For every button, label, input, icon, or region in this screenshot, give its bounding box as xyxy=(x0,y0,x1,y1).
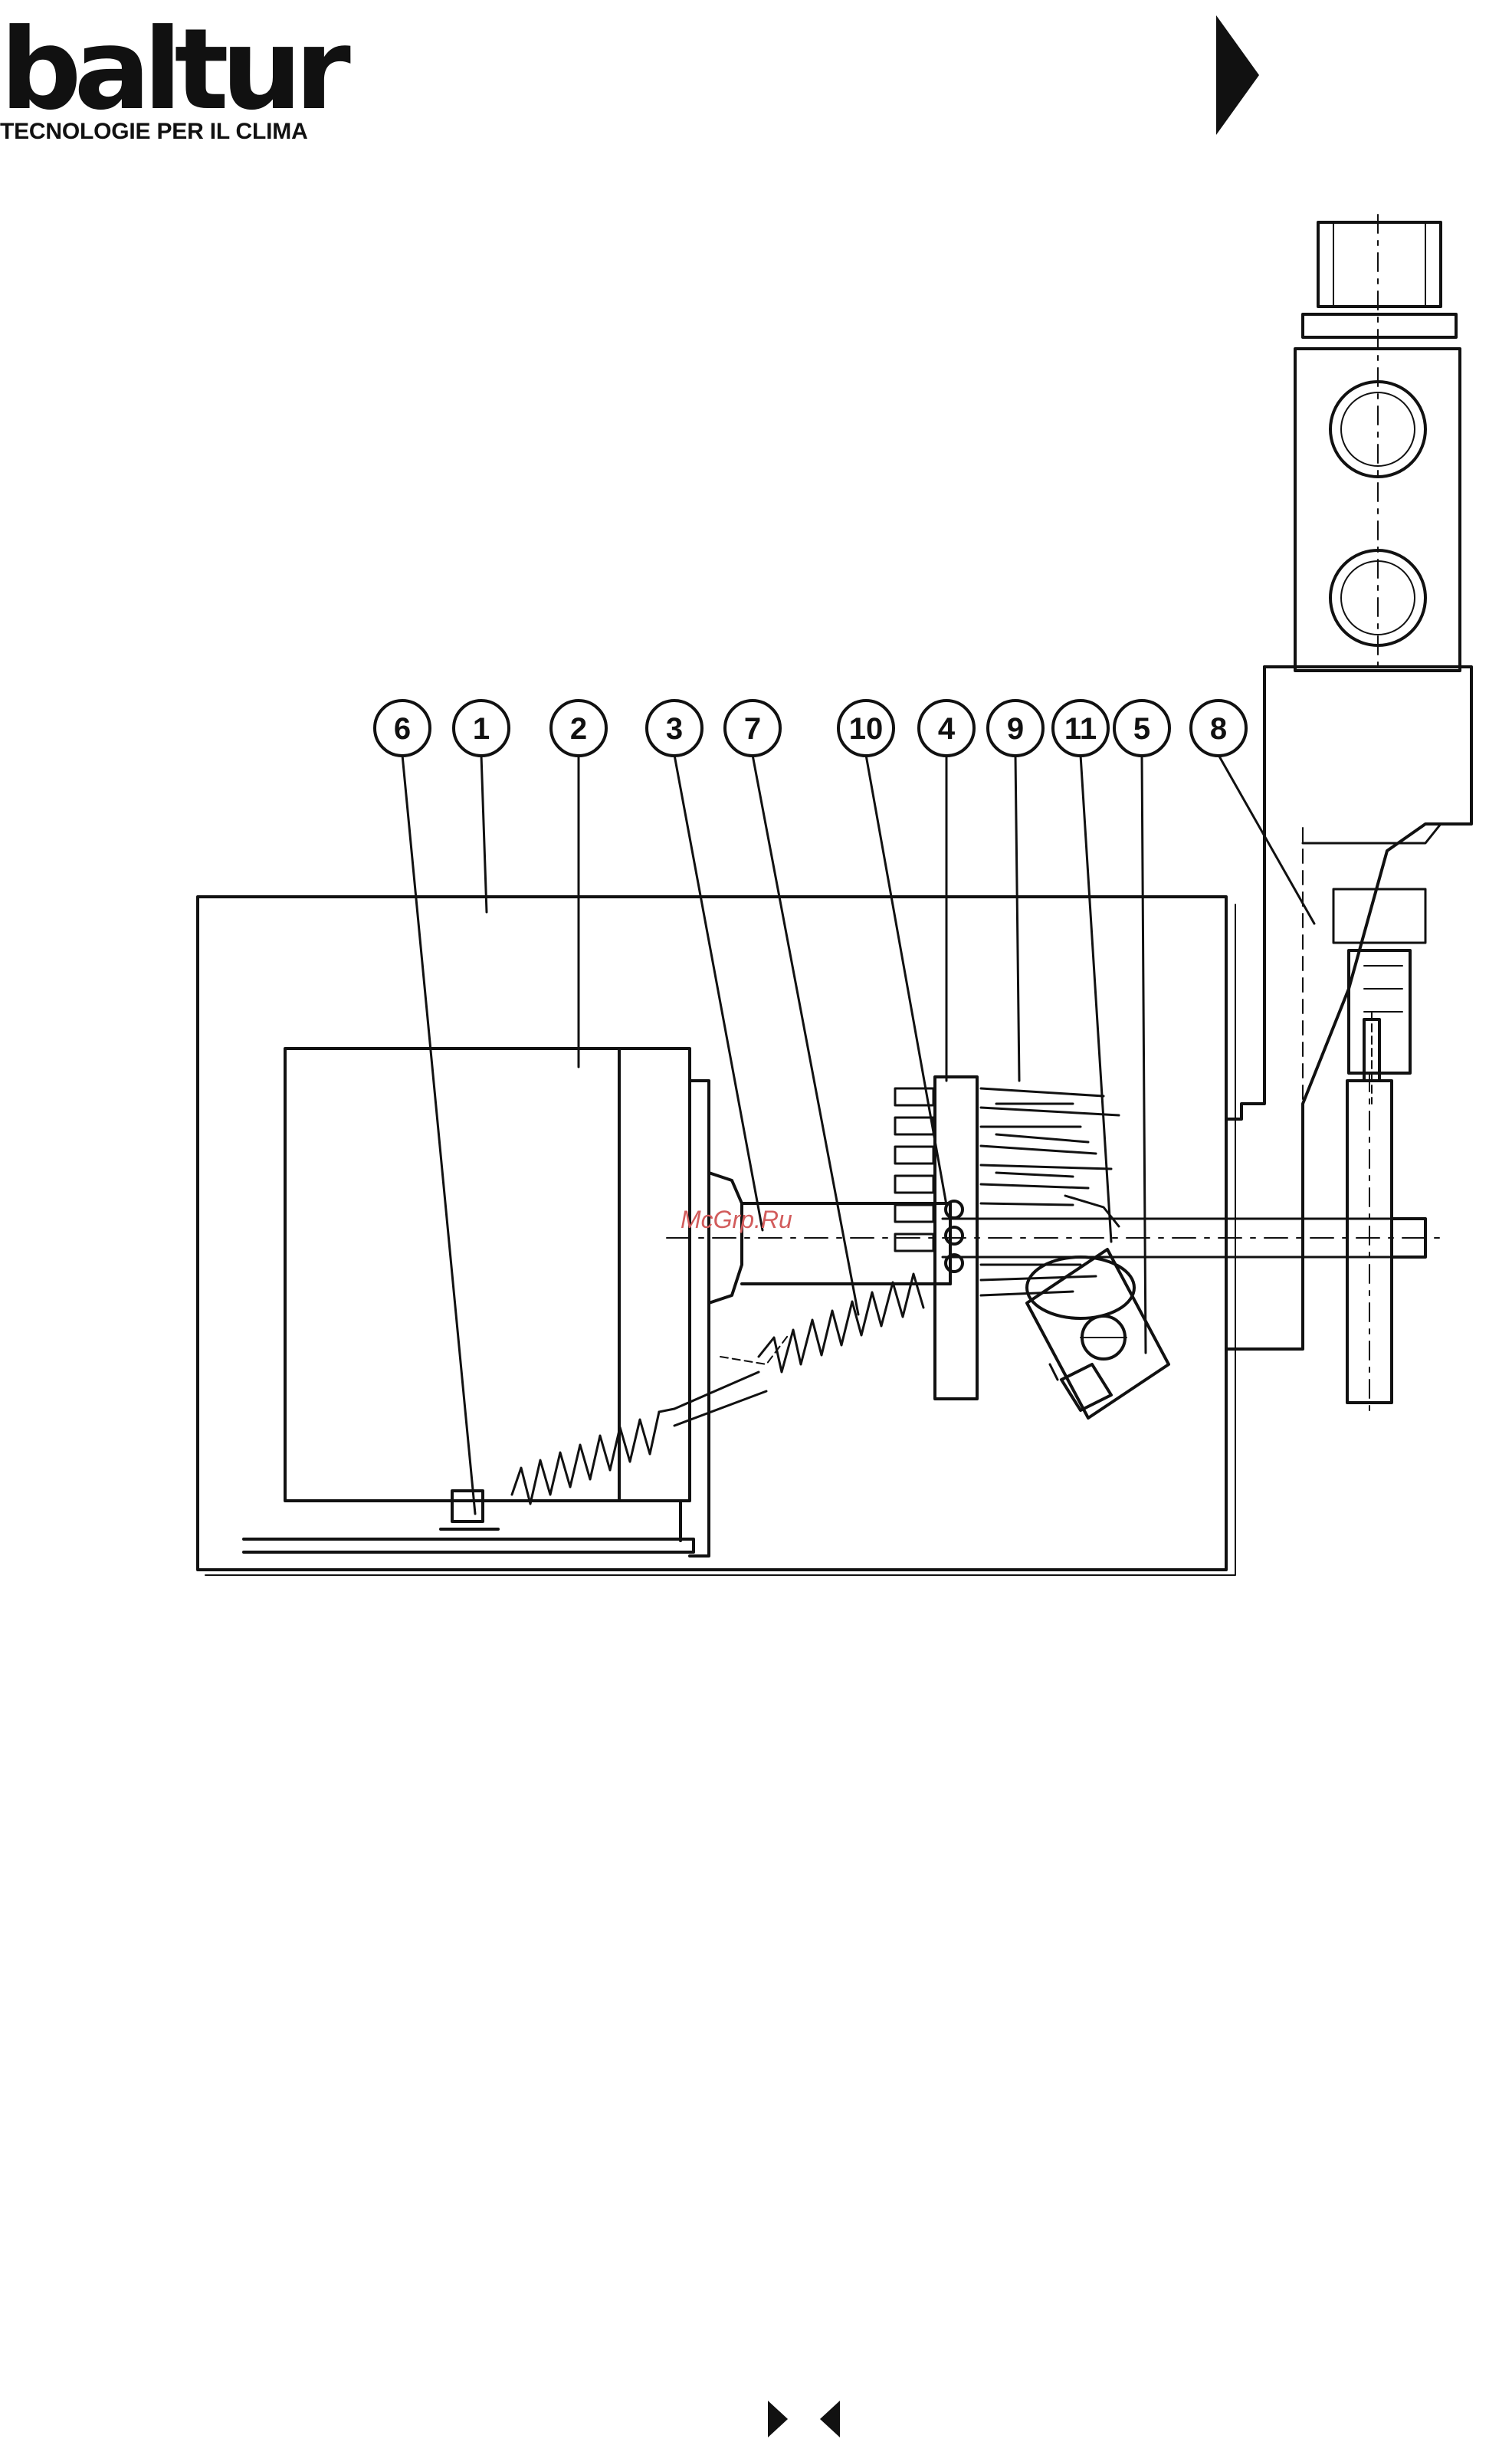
screw-middle xyxy=(946,1227,963,1244)
callout-label-11: 11 xyxy=(1064,712,1097,746)
triangle-left-icon xyxy=(820,2401,840,2437)
next-page-bottom-button[interactable] xyxy=(766,2399,789,2439)
page-navigation xyxy=(766,2399,858,2441)
callout-label-5: 5 xyxy=(1133,712,1150,746)
spring-anchor xyxy=(452,1491,483,1521)
valve-fitting-top xyxy=(1318,222,1441,307)
callouts xyxy=(375,701,1246,756)
callout-label-4: 4 xyxy=(938,712,956,746)
callout-label-6: 6 xyxy=(394,712,411,746)
floor-plate xyxy=(244,1539,694,1552)
screw-upper xyxy=(946,1201,963,1218)
spring-upper xyxy=(759,1274,923,1372)
spring-lower xyxy=(512,1412,659,1504)
callout-label-10: 10 xyxy=(849,712,884,746)
triangle-right-icon xyxy=(768,2401,788,2437)
callout-leaders xyxy=(402,755,1314,1514)
lever-arm-block xyxy=(1061,1364,1111,1410)
callout-label-3: 3 xyxy=(666,712,683,746)
callout-label-9: 9 xyxy=(1007,712,1024,746)
callout-label-2: 2 xyxy=(570,712,587,746)
servomotor-box xyxy=(285,1049,690,1501)
housing-frame xyxy=(198,897,1226,1570)
cam-screws xyxy=(895,1088,1119,1251)
lever-arm xyxy=(1027,1249,1169,1418)
servomotor-bracket xyxy=(690,1081,709,1556)
callout-label-8: 8 xyxy=(1210,712,1227,746)
prev-page-bottom-button[interactable] xyxy=(818,2399,841,2439)
callout-label-7: 7 xyxy=(744,712,761,746)
callout-label-1: 1 xyxy=(473,712,490,746)
watermark: McGrp.Ru xyxy=(681,1206,792,1233)
